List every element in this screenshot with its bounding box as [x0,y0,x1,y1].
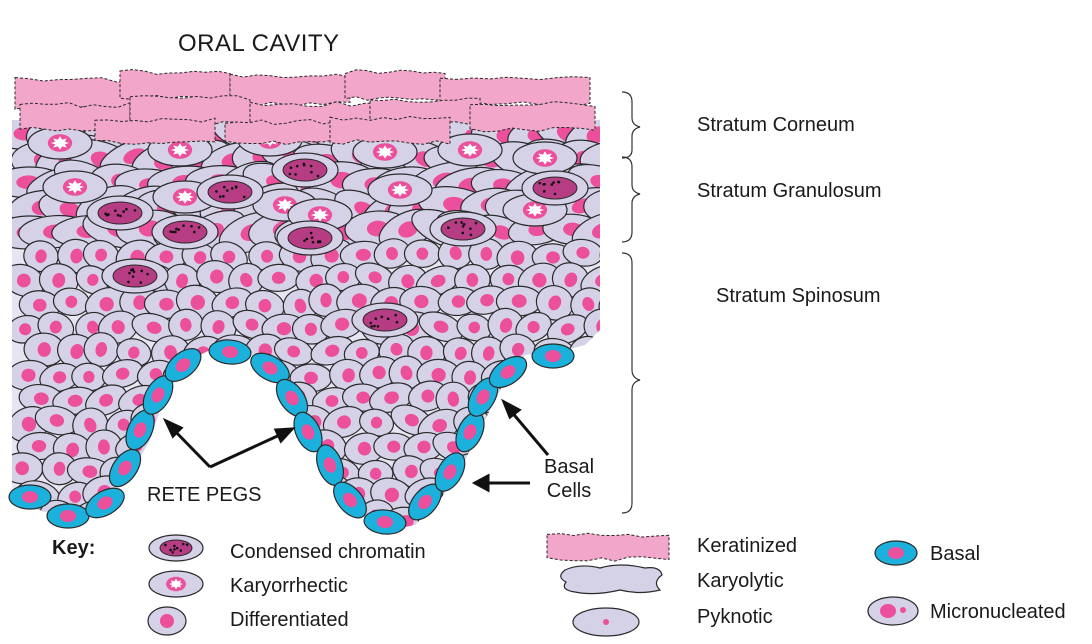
epithelial-cell [197,403,240,440]
epithelial-cell [208,377,259,424]
epithelial-cell [177,428,220,466]
label-rete-pegs: RETE PEGS [147,484,261,507]
key-karyolytic-label: Karyolytic [697,570,784,593]
epithelial-cell [596,235,641,277]
epithelial-cell [158,459,205,487]
epithelial-cell [548,403,593,440]
condensed-chromatin-cell [352,303,418,337]
keratin-flake [470,102,595,132]
condensed-chromatin-cell [430,212,496,246]
legend-micronucleated-icon [868,597,918,625]
key-micronucleated-label: Micronucleated [930,601,1066,624]
epithelial-cell [258,450,299,489]
basal-cell [47,504,89,528]
epithelial-cell [276,473,321,514]
label-stratum-granulosum: Stratum Granulosum [697,180,882,203]
epithelial-cell [576,405,619,440]
legend-pyknotic-icon [573,608,639,636]
condensed-chromatin-cell [272,153,338,187]
epithelial-cell [528,381,571,423]
key-karyorrhectic-label: Karyorrhectic [230,575,348,598]
epithelial-cell [404,240,440,268]
legend-karyolytic-icon [561,565,662,594]
keratin-flake [547,533,669,561]
epithelial-cell [484,455,528,491]
key-condensed-label: Condensed chromatin [230,541,426,564]
label-basal-cells-line1: Basal [534,455,604,479]
label-stratum-corneum: Stratum Corneum [697,114,855,137]
basal-cell [532,344,574,368]
bracket-spinosum [622,253,640,513]
epithelial-cell [211,433,257,466]
legend-differentiated-icon [148,607,186,635]
epithelial-cell [564,379,607,415]
key-basal-label: Basal [930,543,980,566]
epithelial-cell [470,475,514,509]
epithelial-cell [583,355,624,395]
epithelial-cell [261,500,299,535]
key-differentiated-label: Differentiated [230,609,349,632]
epithelial-cell [592,382,636,422]
legend-basal-icon [875,541,917,565]
epithelial-cell [480,503,529,537]
label-basal-cells-line2: Cells [534,479,604,503]
legend-condensed-icon [149,535,203,561]
keratin-flake [95,118,215,144]
keratin-flake [345,70,445,101]
rete-pegs-arrows [166,421,292,467]
label-stratum-spinosum: Stratum Spinosum [716,285,881,308]
epithelial-cell [227,454,267,485]
condensed-chromatin-cell [152,215,218,249]
keratin-flake [330,117,450,145]
condensed-chromatin-cell [87,196,153,230]
epithelial-cell [226,403,270,437]
key-pyknotic-label: Pyknotic [697,606,773,629]
basal-cell [9,485,51,509]
karyorrhectic-cell [28,127,92,159]
diagram-title: ORAL CAVITY [178,30,340,58]
legend-karyorrhectic-icon [149,571,203,597]
epithelial-cell [176,377,227,422]
keratin-flake [225,120,335,145]
epithelial-cell [294,503,341,537]
condensed-chromatin-cell [277,221,343,255]
karyorrhectic-cell [43,171,107,203]
label-basal-cells: Basal Cells [534,455,604,503]
karyorrhectic-cell [513,142,577,174]
keratin-flake [120,70,230,101]
key-heading: Key: [52,537,95,560]
legend-keratinized-icon [547,533,669,561]
bracket-granulosum [622,157,640,242]
epithelial-cell [548,499,592,538]
epithelial-cell [597,287,643,324]
epithelial-cell [591,334,640,373]
epithelial-cell [1,452,43,484]
condensed-chromatin-cell [197,175,263,209]
karyorrhectic-cell [368,174,432,206]
condensed-chromatin-cell [102,259,168,293]
condensed-chromatin-cell [522,171,588,205]
epithelial-cell [161,506,209,538]
epithelial-cell [451,500,500,544]
bracket-corneum [622,92,640,158]
key-keratinized-label: Keratinized [697,535,797,558]
